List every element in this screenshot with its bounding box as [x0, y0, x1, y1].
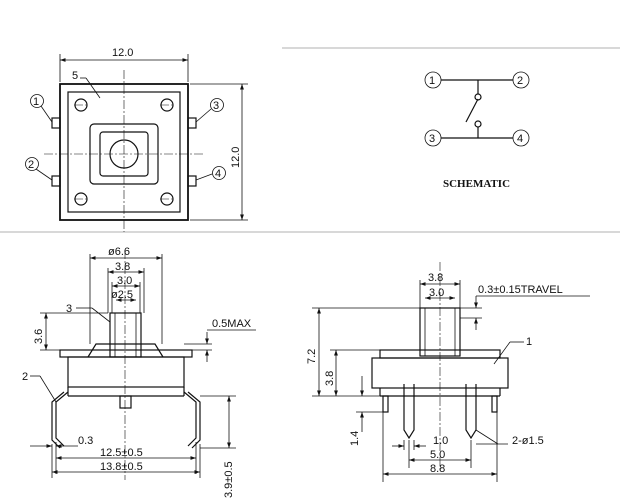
- dim-3-8-top: 3.8: [428, 272, 443, 284]
- top-plate: [59, 349, 193, 358]
- callout-5: 5: [72, 70, 78, 82]
- dim-13-8: 13.8±0.5: [100, 461, 143, 473]
- schematic-pin-2: 2: [517, 75, 523, 87]
- dim-12-5: 12.5±0.5: [100, 447, 143, 459]
- callout-leader: [35, 168, 53, 181]
- left-leg: [55, 391, 69, 447]
- pin-callout-circle: [212, 166, 226, 180]
- switch-contact: [474, 120, 482, 128]
- terminal-pin: [465, 384, 477, 440]
- dim-0-3: 0.3: [78, 435, 93, 447]
- schematic-pin-4: 4: [517, 133, 523, 145]
- terminal-pin: [187, 117, 197, 129]
- support-post: [382, 395, 389, 413]
- center-post: [119, 395, 132, 409]
- dim-1-0: 1.0: [433, 435, 448, 447]
- callout-2: 2: [22, 371, 28, 383]
- side-view: ø6.6 3.8 3.0 ø2.5 3 3.6 0.5MAX 2: [22, 246, 256, 498]
- switch-body: [67, 356, 185, 388]
- height-dimension-label: 12.0: [230, 147, 242, 168]
- dim-5-0: 5.0: [430, 449, 445, 461]
- right-leg: [183, 391, 197, 447]
- terminal-pin: [187, 175, 197, 187]
- support-post: [491, 395, 498, 413]
- dim-8-8: 8.8: [430, 463, 445, 475]
- schematic-pin-3: 3: [429, 133, 435, 145]
- dim-0-5-max: 0.5MAX: [212, 318, 252, 330]
- pin-callout-circle: [25, 157, 39, 171]
- front-view: 3.8 3.0 0.3±0.15TRAVEL 7.2 3.8 1.4 1: [306, 262, 590, 482]
- terminal-pin: [51, 117, 61, 129]
- travel-label: 0.3±0.15TRAVEL: [478, 284, 563, 296]
- callout-leader: [195, 173, 213, 181]
- terminal-pin: [51, 175, 61, 187]
- pin-callout-circle: [30, 94, 44, 108]
- callout-leader: [493, 341, 511, 365]
- dim-3-9: 3.9±0.5: [223, 461, 235, 498]
- schematic-title: SCHEMATIC: [443, 178, 510, 190]
- dim-7-2: 7.2: [306, 349, 318, 364]
- schematic-pin-1: 1: [429, 75, 435, 87]
- width-dimension-label: 12.0: [112, 47, 133, 59]
- dim-1-4: 1.4: [349, 431, 361, 446]
- terminal-pin: [403, 384, 415, 440]
- dim-3-6: 3.6: [33, 329, 45, 344]
- callout-leader: [91, 307, 111, 323]
- switch-blade: [465, 98, 479, 123]
- callout-1: 1: [526, 336, 532, 348]
- callout-leader: [85, 77, 101, 99]
- callout-leader: [39, 375, 57, 403]
- callout-leader: [475, 429, 499, 445]
- pin-4-label: 4: [215, 168, 221, 180]
- callout-leader: [40, 105, 53, 123]
- dim-dia-6-6: ø6.6: [108, 246, 130, 258]
- dim-3-8-vertical: 3.8: [324, 371, 336, 386]
- pin-1-label: 1: [33, 96, 39, 108]
- dim-3-8-top: 3.8: [115, 261, 130, 273]
- dim-3-0-top: 3.0: [117, 275, 132, 287]
- callout-leader: [195, 108, 212, 123]
- pin-3-label: 3: [213, 100, 219, 112]
- dim-2-dia-1-5: 2-ø1.5: [512, 435, 544, 447]
- pin-2-label: 2: [28, 159, 34, 171]
- top-view: 12.0 12.0 5 1 2 3 4: [25, 47, 248, 232]
- dim-dia-2-5: ø2.5: [111, 289, 133, 301]
- dim-3-0-top: 3.0: [429, 287, 444, 299]
- pin-callout-circle: [210, 98, 224, 112]
- callout-3: 3: [66, 303, 72, 315]
- schematic: 1 2 3 4 SCHEMATIC: [424, 71, 530, 190]
